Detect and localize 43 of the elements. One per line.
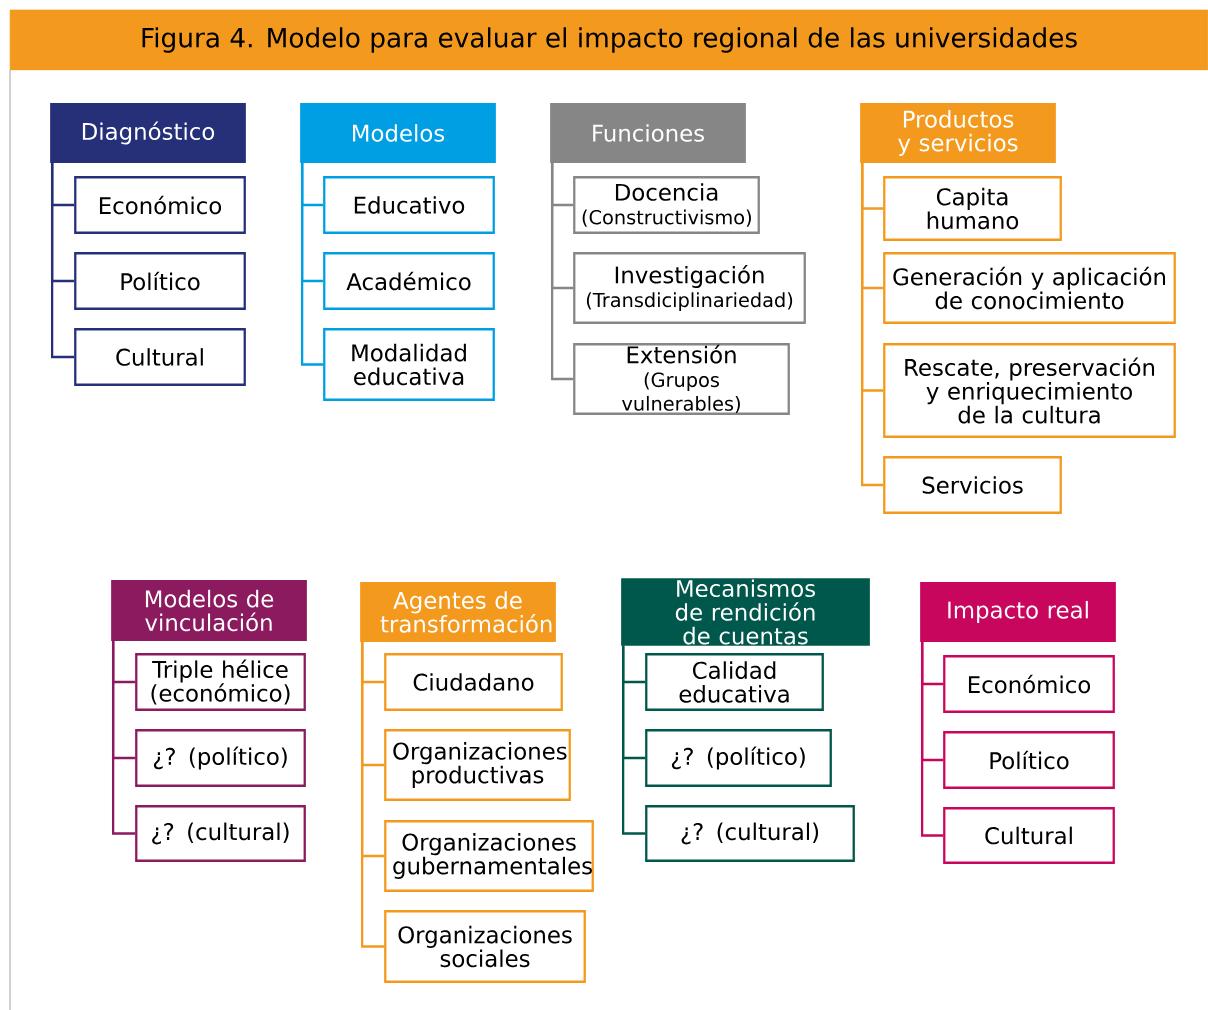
header-box: Productos y servicios	[860, 103, 1056, 163]
category-box: Triple hélice (económico)	[135, 653, 306, 711]
header-box: Funciones	[550, 103, 746, 163]
header-box: Modelos	[300, 103, 496, 163]
category-box: Calidad educativa	[645, 653, 824, 711]
category-box: Organizaciones sociales	[384, 910, 586, 983]
header-box: Impacto real	[920, 582, 1116, 642]
category-box: Político	[74, 252, 246, 310]
category-box: Académico	[323, 252, 495, 310]
connector-line	[112, 640, 136, 835]
category-box: Extensión (Grupos vulnerables)	[573, 343, 790, 415]
category-box: ¿? (cultural)	[135, 805, 306, 862]
category-box: Cultural	[74, 328, 246, 386]
category-box: Rescate, preservación y enriquecimiento de la cultura	[883, 343, 1176, 438]
category-box: Capita humano	[883, 176, 1062, 241]
category-box: Ciudadano	[384, 653, 563, 711]
category-box: ¿? (político)	[135, 729, 306, 787]
category-box: Organizaciones productivas	[384, 729, 571, 801]
connector-line	[301, 162, 324, 366]
category-box: Educativo	[323, 176, 495, 234]
category-box: Docencia (Constructivismo)	[573, 176, 760, 234]
category-box: ¿? (político)	[645, 729, 832, 787]
header-box: Mecanismos de rendición de cuentas	[621, 578, 870, 646]
category-box: ¿? (cultural)	[645, 805, 855, 862]
connector-line	[361, 641, 385, 948]
category-box: Político	[943, 731, 1115, 789]
connector-line	[861, 162, 884, 487]
category-box: Investigación (Transdiciplinariedad)	[573, 252, 806, 324]
connector-line	[921, 641, 944, 837]
category-box: Económico	[74, 176, 246, 234]
connector-line	[551, 162, 574, 381]
connector-line	[622, 645, 646, 835]
category-box: Económico	[943, 655, 1115, 713]
category-box: Servicios	[883, 456, 1062, 514]
header-box: Modelos de vinculación	[111, 580, 307, 641]
category-box: Organizaciones gubernamentales	[384, 820, 594, 892]
category-box: Generación y aplicación de conocimiento	[883, 252, 1176, 324]
header-box: Agentes de transformación	[360, 582, 556, 642]
title-banner: Figura 4. Modelo para evaluar el impacto regional de las universidades	[9, 9, 1208, 71]
connector-line	[51, 162, 75, 359]
category-box: Cultural	[943, 807, 1115, 864]
category-box: Modalidad educativa	[323, 328, 495, 401]
header-box: Diagnóstico	[50, 103, 246, 163]
